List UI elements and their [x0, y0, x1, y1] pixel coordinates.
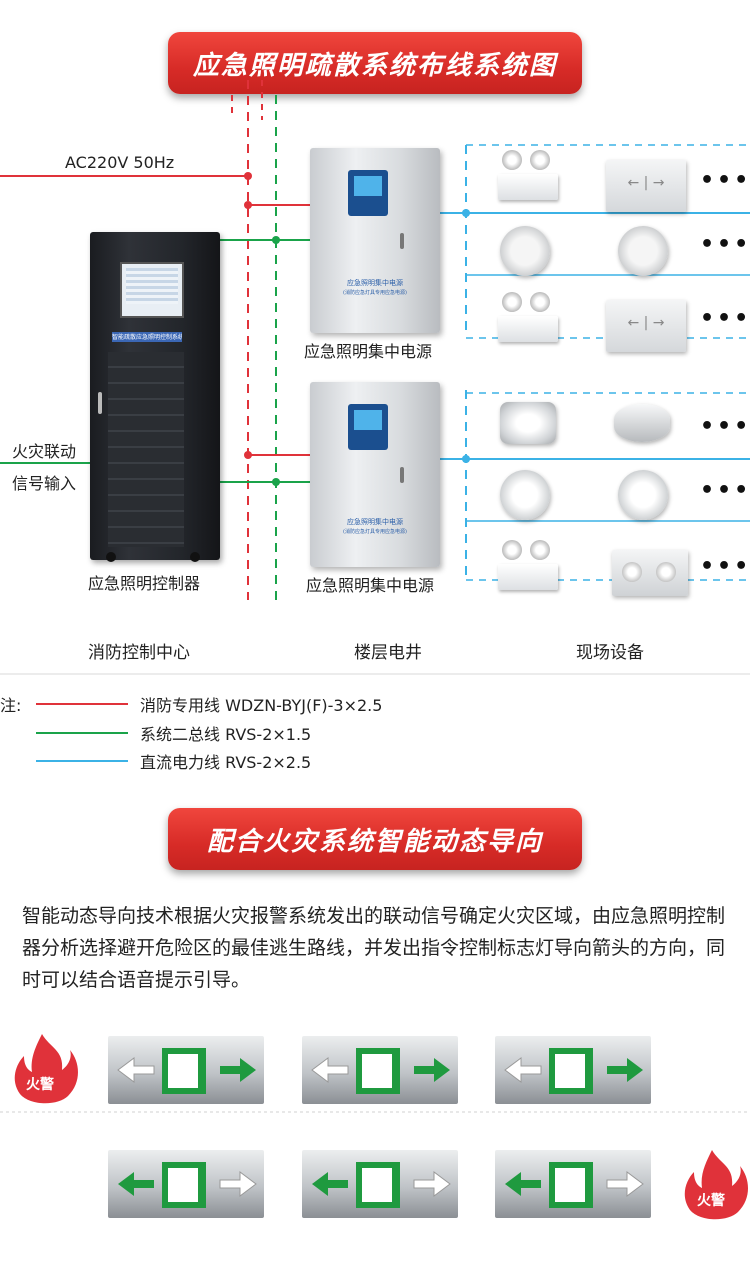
legend-item-fire: 消防专用线 WDZN-BYJ(F)-3×2.5 — [140, 696, 383, 715]
legend-swatch-bus — [36, 732, 128, 734]
page-title: 应急照明疏散系统布线系统图 — [192, 50, 557, 81]
psu-panel-sub: (消防应急灯具专用应急电源) — [343, 529, 407, 535]
title-banner-top: 应急照明疏散系统布线系统图 — [168, 32, 582, 94]
controller-cabinet: 智能疏散应急照明控制系统 — [90, 232, 220, 562]
psu-display — [348, 404, 388, 450]
section-title: 配合火灾系统智能动态导向 — [206, 826, 543, 857]
fire-link-label-2: 信号输入 — [12, 474, 77, 493]
psu-display — [348, 170, 388, 216]
power-input-label: AC220V 50Hz — [65, 153, 175, 172]
fire-icon — [684, 1150, 748, 1220]
legend-item-bus: 系统二总线 RVS-2×1.5 — [140, 725, 312, 744]
fire-icon — [14, 1034, 78, 1104]
twin-lamp-panel — [612, 550, 688, 596]
ceiling-light — [614, 404, 670, 442]
psu-panel-sub: (消防应急灯具专用应急电源) — [343, 290, 407, 296]
psu-panel-title: 应急照明集中电源 — [347, 518, 403, 526]
downlight — [500, 402, 556, 444]
controller-label: 应急照明控制器 — [88, 574, 201, 593]
psu-2-label: 应急照明集中电源 — [306, 576, 435, 595]
psu-panel-title: 应急照明集中电源 — [347, 279, 403, 287]
dynamic-exit-signs — [0, 1034, 750, 1220]
legend-item-dc: 直流电力线 RVS-2×2.5 — [140, 753, 312, 772]
more-devices: ••• — [700, 168, 750, 193]
twin-spot-emergency-light — [498, 150, 560, 202]
legend-note: 注: — [0, 696, 22, 715]
zone-label-field-devices: 现场设备 — [576, 643, 644, 663]
power-supply-2: 应急照明集中电源 (消防应急灯具专用应急电源) — [310, 382, 440, 567]
description-text: 智能动态导向技术根据火灾报警系统发出的联动信号确定火灾区域，由应急照明控制器分析… — [22, 905, 726, 991]
cabinet-screen — [120, 262, 184, 318]
fire-alarm-badge: 火警 — [697, 1193, 725, 1209]
exit-sign-left: ← | → — [606, 300, 686, 352]
zone-label-control-center: 消防控制中心 — [88, 643, 190, 663]
power-supply-1: 应急照明集中电源 (消防应急灯具专用应急电源) — [310, 148, 440, 333]
twin-spot-emergency-light — [498, 540, 560, 592]
more-devices: ••• — [700, 554, 750, 579]
fire-alarm-badge: 火警 — [26, 1077, 54, 1093]
legend-swatch-dc — [36, 760, 128, 762]
ceiling-direction-light — [500, 226, 550, 276]
cabinet-handle — [98, 392, 102, 414]
exit-sign-left: ← | → — [606, 160, 686, 212]
title-banner-bottom: 配合火灾系统智能动态导向 — [168, 808, 582, 870]
more-devices: ••• — [700, 232, 750, 257]
exit-sign-row-2 — [108, 1150, 651, 1218]
more-devices: ••• — [700, 478, 750, 503]
zone-label-floor-shaft: 楼层电井 — [354, 643, 422, 663]
psu-1-label: 应急照明集中电源 — [304, 342, 433, 361]
legend-swatch-fire — [36, 703, 128, 705]
ceiling-direction-light — [500, 470, 550, 520]
wiring-diagram — [0, 80, 750, 675]
more-devices: ••• — [700, 414, 750, 439]
ceiling-direction-light — [618, 470, 668, 520]
cabinet-caption: 智能疏散应急照明控制系统 — [112, 332, 182, 342]
twin-spot-emergency-light — [498, 292, 560, 344]
more-devices: ••• — [700, 306, 750, 331]
ceiling-direction-light — [618, 226, 668, 276]
cabinet-door — [108, 352, 184, 547]
exit-sign-row-1 — [108, 1036, 651, 1104]
fire-link-label: 火灾联动 — [12, 442, 77, 461]
